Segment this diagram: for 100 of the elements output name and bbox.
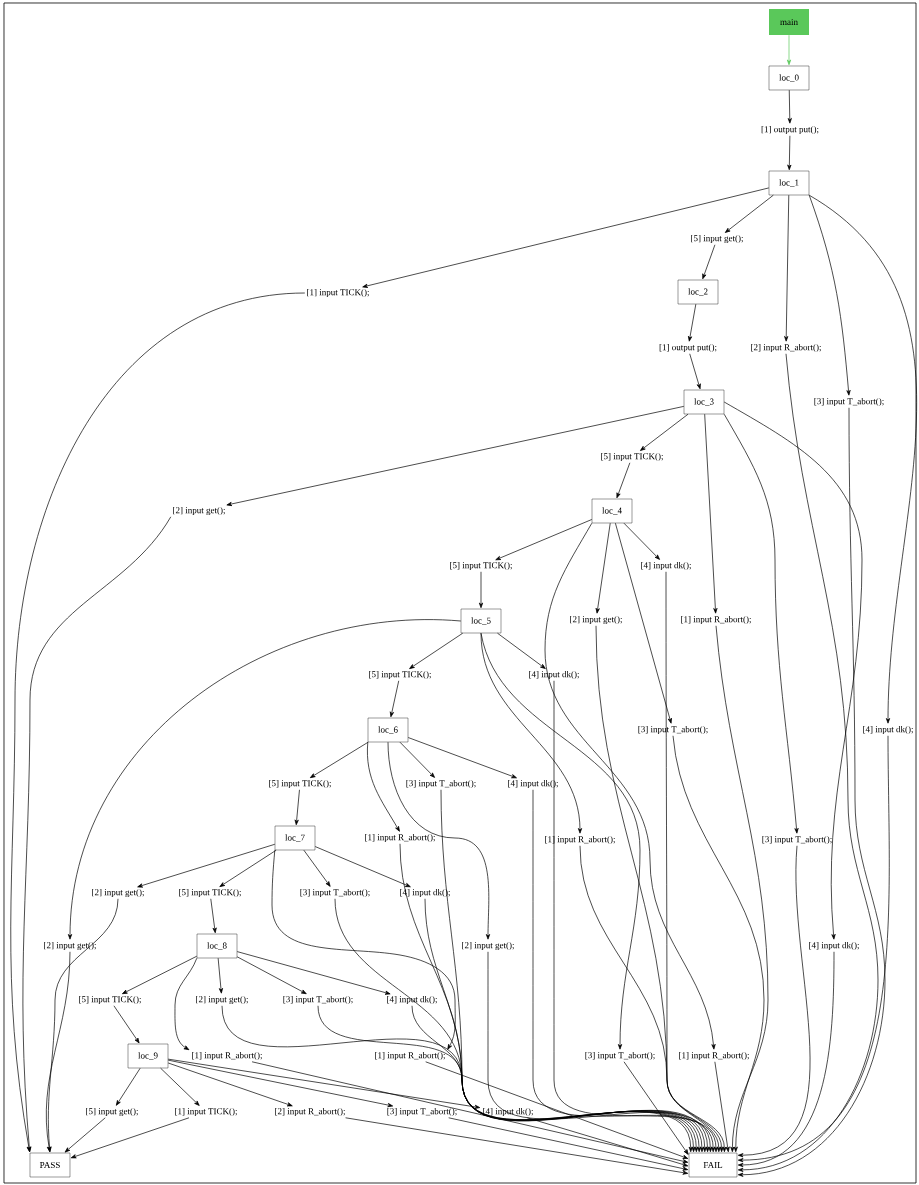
transition-label: [5] input TICK(); [601, 452, 663, 462]
arrow [704, 413, 718, 614]
state-box: loc_5 [460, 608, 502, 634]
arrow [784, 194, 790, 342]
arrow [487, 951, 713, 1153]
arrow [495, 519, 593, 561]
arrow [544, 522, 716, 1050]
arrow [595, 522, 611, 614]
transition-label: [2] input R_abort(); [275, 1107, 345, 1117]
arrow [345, 1117, 689, 1175]
arrow [665, 571, 727, 1153]
arrow [219, 849, 277, 887]
arrow [808, 194, 917, 724]
arrow [786, 34, 792, 66]
arrow [294, 789, 300, 826]
arrow [478, 571, 484, 609]
transition-label: [5] input TICK(); [269, 779, 331, 789]
arrow [409, 632, 464, 669]
transition-label: [1] input TICK(); [307, 288, 369, 298]
arrow [616, 462, 631, 499]
arrow [640, 413, 689, 451]
arrow [440, 789, 710, 1153]
arrow [532, 789, 716, 1153]
state-box: loc_8 [196, 933, 238, 959]
arrow [167, 1059, 394, 1108]
transition-label: [5] input TICK(); [450, 561, 512, 571]
arrow [399, 741, 435, 778]
transition-label: [1] input R_abort(); [192, 1051, 262, 1061]
transition-label: [2] input get(); [92, 888, 144, 898]
arrow [210, 898, 217, 934]
arrow [226, 406, 685, 506]
arrow [615, 522, 672, 724]
transition-label: [2] input get(); [570, 615, 622, 625]
arrow [387, 741, 491, 940]
arrow [399, 843, 702, 1153]
transition-label: [4] input dk(); [387, 995, 437, 1005]
arrow [251, 1061, 689, 1164]
arrow [236, 951, 391, 995]
arrow [497, 632, 546, 669]
state-box: loc_6 [367, 717, 409, 743]
arrow [702, 244, 716, 280]
arrow [480, 632, 583, 834]
transition-label: [5] input TICK(); [369, 670, 431, 680]
arrow [737, 735, 890, 1163]
state-box: FAIL [688, 1152, 738, 1178]
arrow [303, 849, 331, 887]
state-box: loc_9 [127, 1043, 169, 1069]
transition-label: [4] input dk(); [400, 888, 450, 898]
start-box: main [769, 9, 809, 35]
arrow [715, 625, 769, 1153]
arrow [367, 741, 400, 832]
transition-label: [2] input get(); [44, 941, 96, 951]
arrow [595, 625, 724, 1153]
arrow [334, 898, 699, 1153]
arrow [526, 1117, 689, 1167]
transition-label: [3] input T_abort(); [585, 1051, 655, 1061]
transition-label: [4] input dk(); [529, 670, 579, 680]
transition-label: [1] input R_abort(); [375, 1051, 445, 1061]
transition-label: [5] input TICK(); [179, 888, 241, 898]
arrow [113, 1005, 140, 1044]
transition-label: [3] input T_abort(); [300, 888, 370, 898]
arrow [317, 1005, 696, 1153]
arrow [623, 522, 660, 560]
arrow [480, 632, 641, 1050]
arrow [47, 898, 119, 1153]
transition-label: [1] input R_abort(); [545, 835, 615, 845]
arrow [389, 680, 400, 718]
arrow [314, 846, 411, 888]
transition-label: [5] input TICK(); [79, 995, 141, 1005]
arrow [167, 1058, 481, 1109]
transition-label: [5] input get(); [691, 234, 743, 244]
transition-label: [3] input T_abort(); [387, 1107, 457, 1117]
transition-label: [4] input dk(); [809, 941, 859, 951]
arrow [309, 741, 369, 779]
arrow [688, 303, 697, 342]
arrow [425, 1061, 689, 1159]
arrow [64, 1117, 106, 1153]
arrow [448, 1117, 689, 1171]
transition-label: [3] input T_abort(); [814, 397, 884, 407]
arrow [174, 957, 198, 1051]
transition-label: [4] input dk(); [641, 561, 691, 571]
state-box: loc_2 [677, 279, 719, 305]
transition-label: [2] input get(); [462, 941, 514, 951]
arrow [714, 1061, 730, 1153]
transition-label: [1] output put(); [659, 343, 717, 353]
arrow [672, 735, 765, 1153]
state-box: loc_7 [274, 825, 316, 851]
transition-label: [3] input T_abort(); [283, 995, 353, 1005]
transition-label: [4] input dk(); [508, 779, 558, 789]
arrow [724, 194, 774, 233]
state-box: loc_4 [591, 498, 633, 524]
arrow [22, 516, 172, 1153]
arrow [579, 845, 721, 1153]
transition-label: [3] input T_abort(); [638, 725, 708, 735]
arrow [160, 1067, 200, 1106]
arrow [723, 401, 863, 940]
transition-label: [1] input TICK(); [175, 1107, 237, 1117]
transition-label: [1] input R_abort(); [679, 1051, 749, 1061]
arrow [411, 1005, 705, 1153]
arrow [167, 1062, 293, 1107]
